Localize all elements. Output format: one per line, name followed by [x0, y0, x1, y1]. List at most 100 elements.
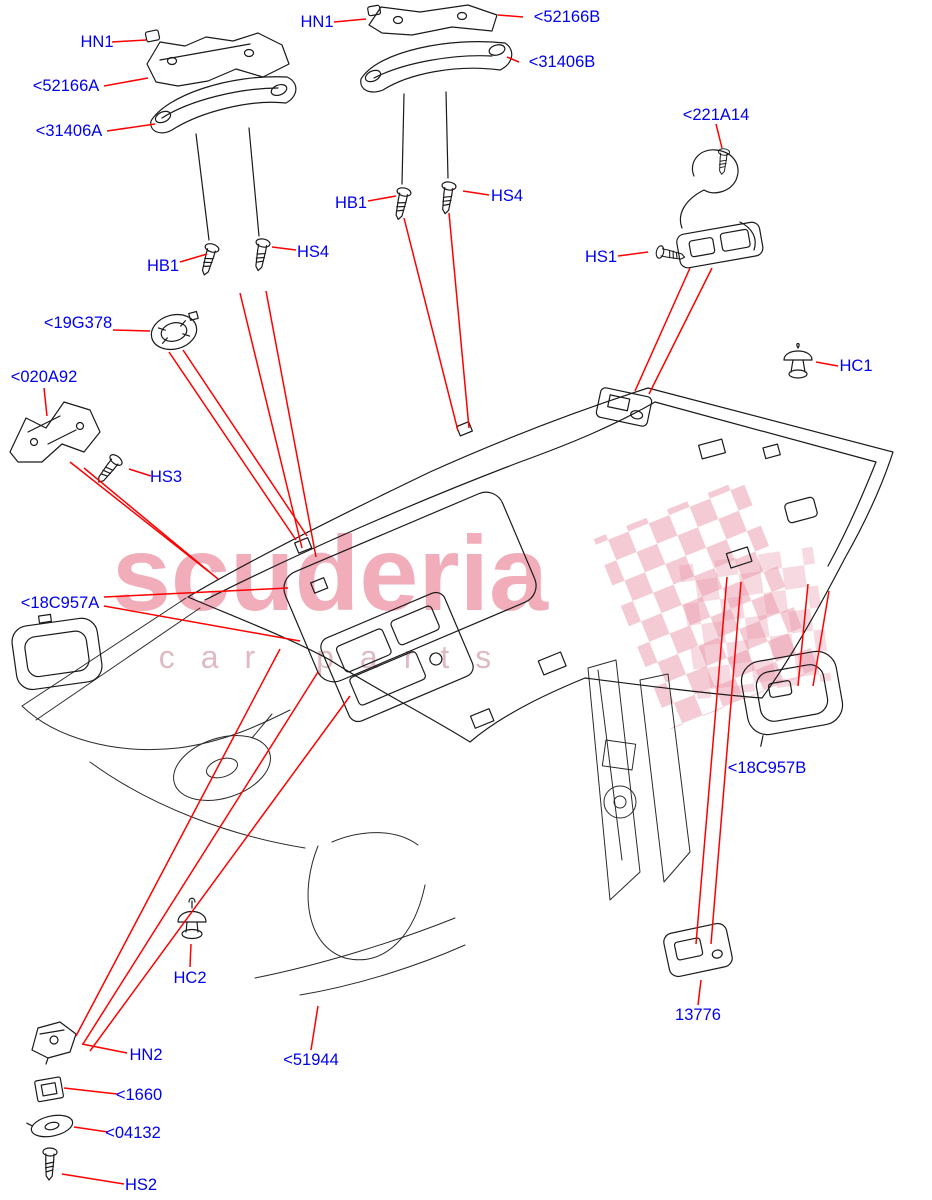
part-label-hs4[interactable]: HS4	[296, 242, 330, 261]
part-label-52166a[interactable]: <52166A	[32, 76, 100, 95]
rear-lamp-mount	[595, 387, 653, 427]
part-label-hs1[interactable]: HS1	[584, 247, 618, 266]
part-bracket-52166B	[367, 4, 498, 36]
part-label-hs2[interactable]: HS2	[124, 1175, 158, 1194]
leader-line	[179, 253, 208, 263]
leader-line	[63, 1087, 118, 1095]
part-label-31406a[interactable]: <31406A	[35, 121, 103, 140]
leader-line	[89, 695, 351, 1052]
leader-line	[61, 1173, 125, 1185]
part-label-hn2[interactable]: HN2	[129, 1045, 163, 1064]
leader-line	[75, 648, 281, 1037]
leader-line	[103, 77, 149, 87]
part-label-020a92[interactable]: <020A92	[10, 367, 78, 386]
leader-line	[310, 1005, 319, 1051]
part-nut-1660	[34, 1076, 64, 1103]
part-label-hc1[interactable]: HC1	[839, 356, 873, 375]
leader-line	[189, 943, 192, 968]
leader-line	[506, 56, 520, 63]
leader-line	[239, 292, 303, 549]
leader-line	[648, 267, 713, 395]
watermark-text: scuderia	[112, 515, 549, 633]
screw-HS4-mid	[437, 180, 458, 216]
leader-line	[182, 349, 308, 537]
leader-line	[812, 590, 830, 687]
part-clip-HN2	[31, 1021, 77, 1065]
checkered-flag-decoration-2	[678, 546, 832, 700]
part-bezel-18C957B	[740, 650, 844, 747]
leader-line	[168, 351, 297, 541]
part-label-hs4[interactable]: HS4	[490, 186, 524, 205]
part-label-13776[interactable]: 13776	[675, 1005, 721, 1024]
part-label-51944[interactable]: <51944	[283, 1050, 339, 1069]
leader-line	[797, 583, 809, 687]
leader-line	[697, 979, 702, 1006]
part-grommet-HC2	[177, 897, 207, 940]
part-label-hn1[interactable]: HN1	[80, 32, 114, 51]
leader-line	[403, 217, 459, 432]
leader-line	[83, 467, 219, 580]
leader-line	[715, 123, 723, 149]
leader-line	[103, 587, 289, 598]
screw-HS4-left	[250, 237, 272, 273]
part-bezel-18C957A	[11, 613, 103, 691]
part-grab-handle-31406A	[150, 76, 297, 134]
screw-HB1-left	[196, 241, 221, 278]
screw-HS3	[92, 451, 125, 487]
screw-HS2	[41, 1147, 58, 1181]
part-label-hb1[interactable]: HB1	[334, 193, 368, 212]
part-label-52166b[interactable]: <52166B	[533, 7, 601, 26]
part-module-13776	[663, 922, 733, 978]
screw-HB1-mid	[390, 186, 413, 222]
leader-line	[710, 581, 742, 945]
part-grommet-HC1	[783, 342, 813, 379]
part-plate-04132	[26, 1114, 74, 1138]
part-label-221a14[interactable]: <221A14	[682, 105, 750, 124]
watermark: scuderia car parts	[112, 479, 832, 730]
leader-line	[367, 195, 397, 202]
part-label-hc2[interactable]: HC2	[173, 968, 207, 987]
leader-line	[617, 251, 649, 257]
leader-line	[103, 605, 301, 642]
part-19G378	[150, 310, 199, 351]
part-grab-handle-31406B	[360, 41, 513, 93]
part-label-19g378[interactable]: <19G378	[43, 313, 113, 332]
part-label-04132[interactable]: <04132	[105, 1123, 161, 1142]
vehicle-body-sketch	[21, 597, 691, 996]
leader-line	[128, 468, 152, 477]
leader-line	[43, 387, 48, 417]
headliner-line-art	[9, 4, 894, 1181]
headliner-fittings	[294, 421, 818, 729]
leader-line	[448, 212, 470, 429]
screw-HS1	[654, 244, 687, 264]
leader-line	[695, 576, 728, 945]
part-assembly-221A14	[654, 147, 764, 269]
leader-line	[82, 671, 319, 1045]
leader-line	[111, 39, 147, 43]
leader-line	[462, 190, 490, 196]
overhead-console	[320, 591, 474, 723]
leader-line	[265, 290, 317, 558]
leader-line	[112, 329, 151, 332]
part-label-hn1[interactable]: HN1	[300, 12, 334, 31]
part-label-18c957a[interactable]: <18C957A	[20, 593, 100, 612]
leader-lines	[43, 14, 839, 1185]
leader-line	[271, 246, 297, 251]
part-label-31406b[interactable]: <31406B	[528, 52, 596, 71]
leader-line	[73, 1126, 109, 1133]
leader-line	[106, 123, 156, 132]
part-bracket-020A92	[9, 401, 101, 463]
part-bracket-52166A	[144, 29, 290, 87]
leader-line	[497, 14, 524, 18]
part-label-hb1[interactable]: HB1	[146, 256, 180, 275]
leader-line	[81, 1043, 128, 1054]
leader-line	[333, 18, 367, 23]
part-label-hs3[interactable]: HS3	[149, 467, 183, 486]
part-label-18c957b[interactable]: <18C957B	[727, 758, 807, 777]
leader-line	[815, 361, 839, 367]
part-label-1660[interactable]: <1660	[115, 1085, 163, 1104]
leader-line	[69, 461, 209, 572]
headliner-panel-51944	[187, 387, 894, 743]
